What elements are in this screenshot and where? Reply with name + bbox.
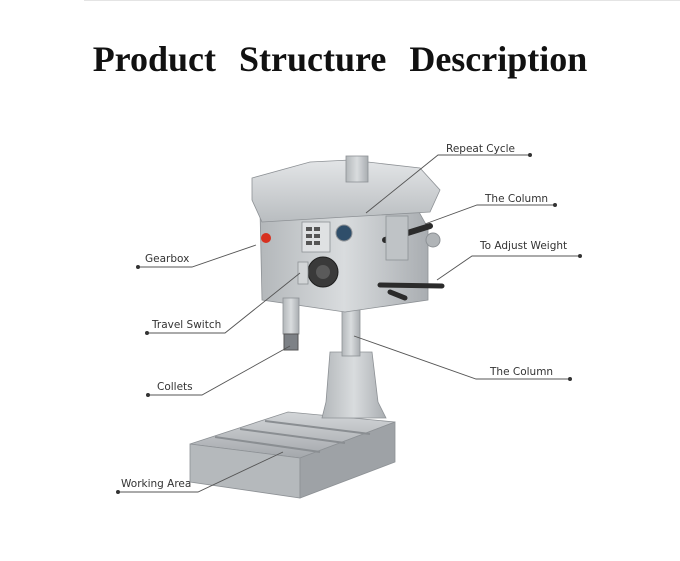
label-collets: Collets (157, 381, 193, 393)
page-title: Product Structure Description (92, 39, 588, 79)
label-gearbox: Gearbox (145, 253, 189, 265)
stop-button (261, 233, 271, 243)
label-working-area: Working Area (121, 478, 191, 490)
top-spindle-tube (345, 155, 369, 183)
power-indicator (335, 224, 353, 242)
label-the-column-bottom: The Column (489, 366, 553, 378)
top-divider (84, 0, 680, 1)
quill (282, 297, 300, 335)
weight-adjuster (385, 215, 409, 261)
label-to-adjust-weight: To Adjust Weight (479, 240, 567, 252)
column-pedestal (321, 351, 387, 419)
callout-leaders (116, 153, 582, 494)
drill-press-illustration (189, 155, 445, 499)
top-cover (251, 159, 441, 223)
label-repeat-cycle: Repeat Cycle (446, 143, 515, 155)
collet-chuck (283, 333, 299, 351)
label-travel-switch: Travel Switch (151, 319, 221, 331)
label-the-column-top: The Column (484, 193, 548, 205)
